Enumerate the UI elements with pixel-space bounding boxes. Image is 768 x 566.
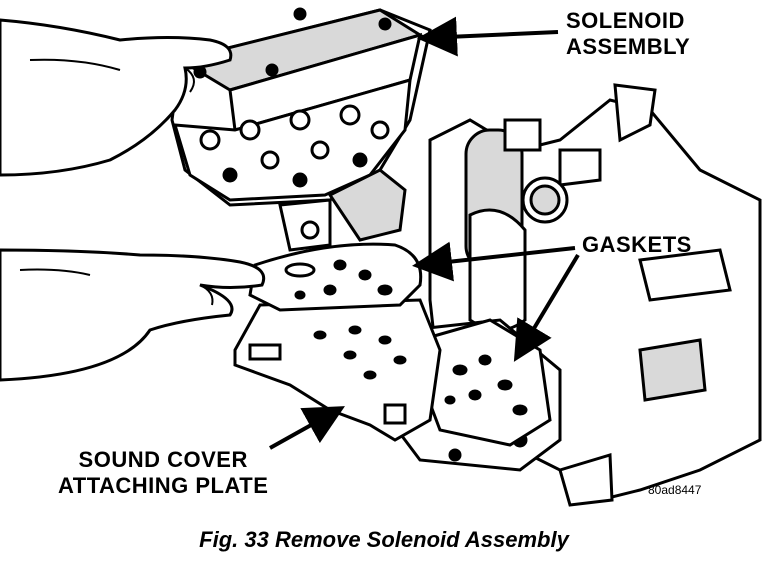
sound-label-line1: SOUND COVER	[78, 447, 248, 472]
solenoid-label-line2: ASSEMBLY	[566, 34, 691, 59]
upper-hand	[0, 18, 233, 177]
gasket-arrow-lower	[513, 253, 580, 362]
sound-cover-plate	[233, 298, 442, 442]
figure-code: 80ad8447	[648, 483, 702, 497]
sound-label-line2: ATTACHING PLATE	[58, 473, 269, 498]
solenoid-arrow	[417, 16, 559, 57]
figure-caption: Fig. 33 Remove Solenoid Assembly	[199, 527, 569, 552]
solenoid-label-line1: SOLENOID	[566, 8, 685, 33]
sound-cover-label: SOUND COVER ATTACHING PLATE	[58, 447, 268, 499]
support-bracket	[278, 168, 407, 252]
lower-hand	[0, 248, 266, 382]
upper-gasket	[248, 242, 423, 312]
sound-cover-arrow	[269, 406, 345, 450]
solenoid-assembly-label: SOLENOID ASSEMBLY	[566, 8, 690, 60]
gasket-arrow-upper	[412, 241, 576, 282]
gaskets-label: GASKETS	[582, 232, 692, 257]
solenoid-assembly	[170, 7, 432, 207]
leader-arrows	[269, 16, 580, 450]
